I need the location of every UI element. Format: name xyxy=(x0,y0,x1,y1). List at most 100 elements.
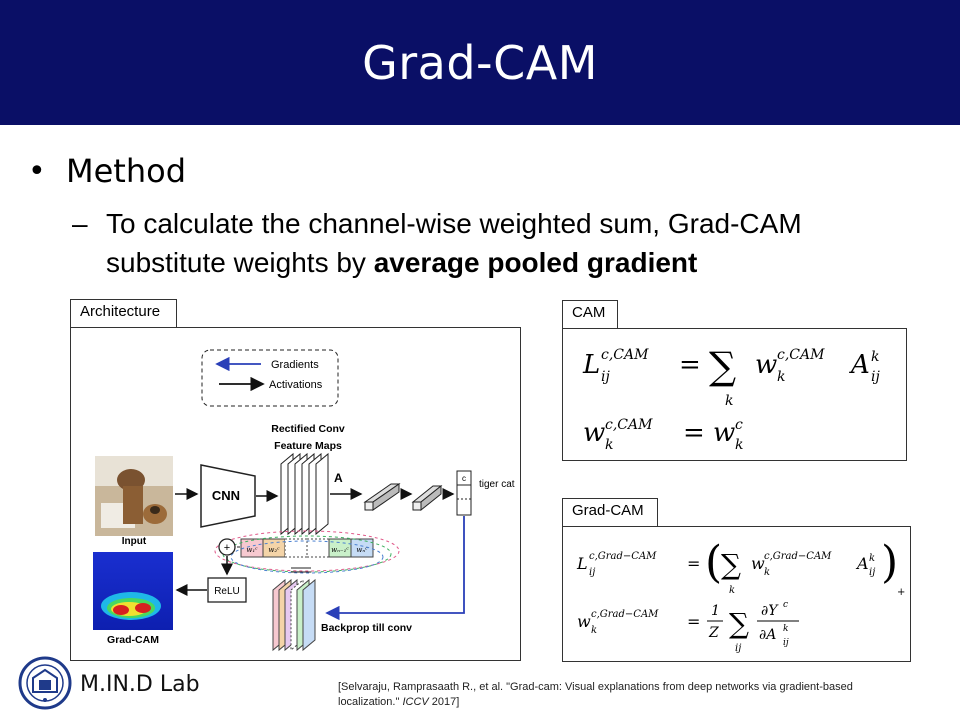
svg-text:w: w xyxy=(713,418,735,448)
class-score-vector xyxy=(456,470,472,516)
lab-name: M.IN.D Lab xyxy=(80,672,200,697)
svg-text:c,Grad−CAM: c,Grad−CAM xyxy=(591,609,659,620)
svg-text:∑: ∑ xyxy=(709,344,736,388)
feature-maps-line1: Rectified Conv xyxy=(271,423,345,435)
svg-text:∑: ∑ xyxy=(729,607,749,640)
svg-text:+: + xyxy=(897,587,905,598)
feature-maps-stack xyxy=(280,452,329,536)
cam-panel: L c,CAM ij = ∑ k w c,CAM k A k ij w c,CA… xyxy=(562,328,907,461)
svg-text:ij: ij xyxy=(871,369,880,385)
cnn-label: CNN xyxy=(212,488,240,503)
gradcam-tab-label: Grad-CAM xyxy=(572,502,644,519)
svg-text:∑: ∑ xyxy=(721,548,741,581)
svg-text:A: A xyxy=(849,350,870,380)
sub-text-plain: To calculate the channel-wise weighted s… xyxy=(106,208,802,278)
svg-text:A: A xyxy=(855,554,869,573)
svg-text:c,Grad−CAM: c,Grad−CAM xyxy=(764,551,832,562)
legend-box xyxy=(201,349,339,407)
legend-activations: Activations xyxy=(269,379,323,391)
university-seal-icon xyxy=(18,656,72,714)
svg-text:c,Grad−CAM: c,Grad−CAM xyxy=(589,551,657,562)
architecture-tab: Architecture xyxy=(70,299,177,328)
sub-bullet: – To calculate the channel-wise weighted… xyxy=(72,204,912,282)
cam-tab-label: CAM xyxy=(572,304,606,321)
citation-main: [Selvaraju, Ramprasaath R., et al. "Grad… xyxy=(338,681,853,708)
cnn-block xyxy=(200,464,256,528)
svg-text:(: ( xyxy=(705,537,722,588)
gradient-maps-stack xyxy=(272,578,316,652)
relu-block xyxy=(207,577,247,603)
svg-text:c,CAM: c,CAM xyxy=(601,347,649,363)
svg-text:w: w xyxy=(577,612,591,631)
sub-text-bold: average pooled gradient xyxy=(373,247,698,278)
svg-text:∂Y: ∂Y xyxy=(761,603,779,619)
dash-icon: – xyxy=(72,208,88,239)
sum-node-icon xyxy=(218,538,236,556)
feature-maps-line2: Feature Maps xyxy=(274,440,342,452)
svg-text:ij: ij xyxy=(783,638,789,648)
architecture-panel: Gradients Activations Rectified Conv Fea… xyxy=(70,327,521,661)
output-label: tiger cat xyxy=(479,479,515,490)
svg-text:∂A: ∂A xyxy=(759,627,776,643)
gradcam-equations: L c,Grad−CAM ij = ( ∑ k w c,Grad−CAM k A… xyxy=(576,537,905,654)
weights-vector: w₁ᶜ w₂ᶜ wₙ₋₁ᶜ wₙᶜ xyxy=(240,538,374,558)
input-label: Input xyxy=(122,536,147,547)
fc-layer-1 xyxy=(363,483,401,511)
svg-text:=: = xyxy=(687,554,700,573)
citation-year: 2017] xyxy=(428,696,460,708)
gradcam-heatmap xyxy=(93,552,173,630)
architecture-diagram: Gradients Activations Rectified Conv Fea… xyxy=(93,349,515,652)
activation-a-label: A xyxy=(334,471,343,485)
svg-text:k: k xyxy=(605,437,613,453)
bullet-dot-icon: • xyxy=(28,153,46,189)
architecture-tab-label: Architecture xyxy=(80,303,161,320)
svg-text:k: k xyxy=(871,349,879,365)
svg-text:k: k xyxy=(869,553,875,564)
svg-text:k: k xyxy=(735,437,743,453)
fc-layer-2 xyxy=(411,484,443,512)
gradcam-panel: L c,Grad−CAM ij = ( ∑ k w c,Grad−CAM k A… xyxy=(562,526,911,662)
svg-text:c: c xyxy=(783,600,788,610)
cam-tab: CAM xyxy=(562,300,618,329)
svg-text:ij: ij xyxy=(735,643,741,654)
cam-equations: L c,CAM ij = ∑ k w c,CAM k A k ij w c,CA… xyxy=(582,344,880,453)
svg-text:k: k xyxy=(764,567,770,578)
svg-text:ij: ij xyxy=(601,369,610,385)
svg-text:ij: ij xyxy=(869,567,875,578)
slide-title: Grad-CAM xyxy=(362,35,598,90)
svg-text:=: = xyxy=(679,350,701,380)
relu-label: ReLU xyxy=(214,586,240,597)
svg-text:k: k xyxy=(729,585,735,596)
svg-text:ij: ij xyxy=(589,567,595,578)
svg-text:=: = xyxy=(687,612,700,631)
gradcam-tab: Grad-CAM xyxy=(562,498,658,527)
svg-text:c,CAM: c,CAM xyxy=(777,347,825,363)
svg-text:=: = xyxy=(683,418,705,448)
svg-text:k: k xyxy=(725,393,733,409)
input-image xyxy=(95,456,173,536)
legend-gradients: Gradients xyxy=(271,359,319,371)
svg-text:L: L xyxy=(582,350,600,380)
svg-text:w₁ᶜ: w₁ᶜ xyxy=(246,546,258,554)
citation: [Selvaraju, Ramprasaath R., et al. "Grad… xyxy=(338,680,898,710)
svg-text:wₙᶜ: wₙᶜ xyxy=(356,546,368,554)
plus-label: + xyxy=(224,542,230,554)
svg-text:L: L xyxy=(576,554,588,573)
backprop-arrow xyxy=(325,516,465,621)
svg-text:k: k xyxy=(777,369,785,385)
svg-text:w: w xyxy=(583,418,605,448)
svg-text:): ) xyxy=(881,537,898,588)
bullet-text: Method xyxy=(66,152,187,190)
bullet-method: • Method xyxy=(28,152,186,190)
backprop-label: Backprop till conv xyxy=(321,622,412,634)
svg-text:w₂ᶜ: w₂ᶜ xyxy=(268,546,280,554)
svg-text:w: w xyxy=(755,350,777,380)
svg-text:k: k xyxy=(783,624,788,634)
svg-text:Z: Z xyxy=(708,625,719,641)
title-bar: Grad-CAM xyxy=(0,0,960,125)
gradcam-label: Grad-CAM xyxy=(107,634,159,646)
class-box-label: c xyxy=(462,474,466,483)
svg-text:wₙ₋₁ᶜ: wₙ₋₁ᶜ xyxy=(331,546,349,554)
svg-text:w: w xyxy=(751,554,765,573)
sub-bullet-text: To calculate the channel-wise weighted s… xyxy=(106,204,912,282)
